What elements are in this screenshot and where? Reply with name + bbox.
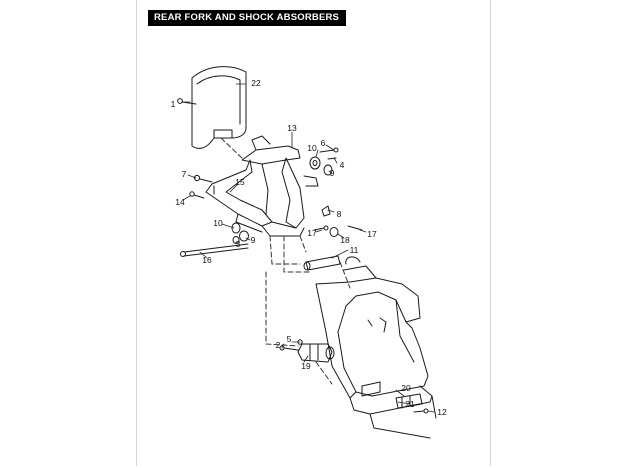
part-10-washer-upper xyxy=(309,156,321,170)
callout-10: 10 xyxy=(307,143,317,153)
diagram-frame xyxy=(136,0,491,466)
part-6-bolt xyxy=(319,147,339,153)
diagram-title: REAR FORK AND SHOCK ABSORBERS xyxy=(148,10,346,26)
part-11-tube xyxy=(303,255,341,271)
part-14-screw xyxy=(189,191,205,199)
callout-17: 17 xyxy=(307,228,317,238)
callout-18: 18 xyxy=(340,235,350,245)
part-16-pivot-shaft xyxy=(180,243,249,257)
callout-19: 19 xyxy=(301,361,311,371)
callout-17: 17 xyxy=(367,229,377,239)
callout-9: 9 xyxy=(250,235,256,245)
part-17-bushing-left xyxy=(313,225,329,231)
part-10-washer-lower xyxy=(231,222,241,234)
part-8-clip xyxy=(321,205,331,217)
callout-22: 22 xyxy=(251,78,261,88)
part-7-bolt xyxy=(193,174,213,183)
part-9-spacer-upper xyxy=(323,164,333,176)
callout-2: 2 xyxy=(275,340,281,350)
assembly-guide-lines xyxy=(220,137,351,385)
part-1-screw xyxy=(177,98,197,105)
part-13-swingarm xyxy=(205,135,319,237)
callout-5: 5 xyxy=(286,334,292,344)
callout-6: 6 xyxy=(320,138,326,148)
part-17-bushing-right xyxy=(347,225,363,231)
callout-10: 10 xyxy=(213,218,223,228)
callout-7: 7 xyxy=(181,169,187,179)
callout-leader-lines xyxy=(182,83,435,413)
callout-4: 4 xyxy=(339,160,345,170)
part-2-bolt xyxy=(279,345,299,351)
callout-14: 14 xyxy=(175,197,185,207)
callout-20: 20 xyxy=(401,383,411,393)
callout-9: 9 xyxy=(329,168,335,178)
callout-11: 11 xyxy=(349,245,359,255)
callout-8: 8 xyxy=(336,209,342,219)
part-18-bearing xyxy=(329,227,339,237)
callout-15: 15 xyxy=(235,177,245,187)
part-22-fender xyxy=(191,66,247,149)
frame-structure xyxy=(315,256,437,439)
callout-16: 16 xyxy=(202,255,212,265)
part-12-screw xyxy=(413,408,429,414)
callout-13: 13 xyxy=(287,123,297,133)
callout-21: 21 xyxy=(405,399,415,409)
callout-1: 1 xyxy=(170,99,176,109)
part-4-nut xyxy=(327,157,337,160)
callout-3: 3 xyxy=(235,239,241,249)
part-9-spacer-lower xyxy=(239,230,249,242)
part-21-clip xyxy=(407,403,421,407)
callout-12: 12 xyxy=(437,407,447,417)
